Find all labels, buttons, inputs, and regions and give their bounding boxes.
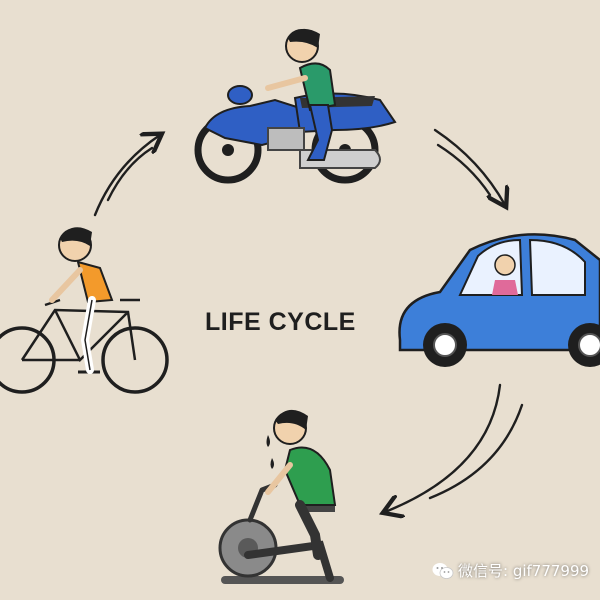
car-stage <box>398 233 600 367</box>
cycle-arrows <box>93 128 524 512</box>
arrow-bicycle-to-motorcycle <box>93 135 160 217</box>
wechat-icon <box>432 562 454 579</box>
arrow-bicycle-to-motorcycle-2 <box>106 146 154 202</box>
exercise-bike-stage <box>218 409 344 584</box>
arrow-car-to-exercise-2 <box>428 403 524 500</box>
arrow-motorcycle-to-car-2 <box>436 143 492 197</box>
motorcycle-stage <box>194 28 397 184</box>
arrow-car-to-exercise <box>385 383 502 512</box>
watermark-text: 微信号: gif777999 <box>458 562 590 580</box>
bicycle-stage <box>0 227 169 394</box>
life-cycle-title: LIFE CYCLE <box>205 308 356 336</box>
arrow-motorcycle-to-car <box>433 128 505 205</box>
wechat-watermark: 微信号: gif777999 <box>432 560 589 581</box>
